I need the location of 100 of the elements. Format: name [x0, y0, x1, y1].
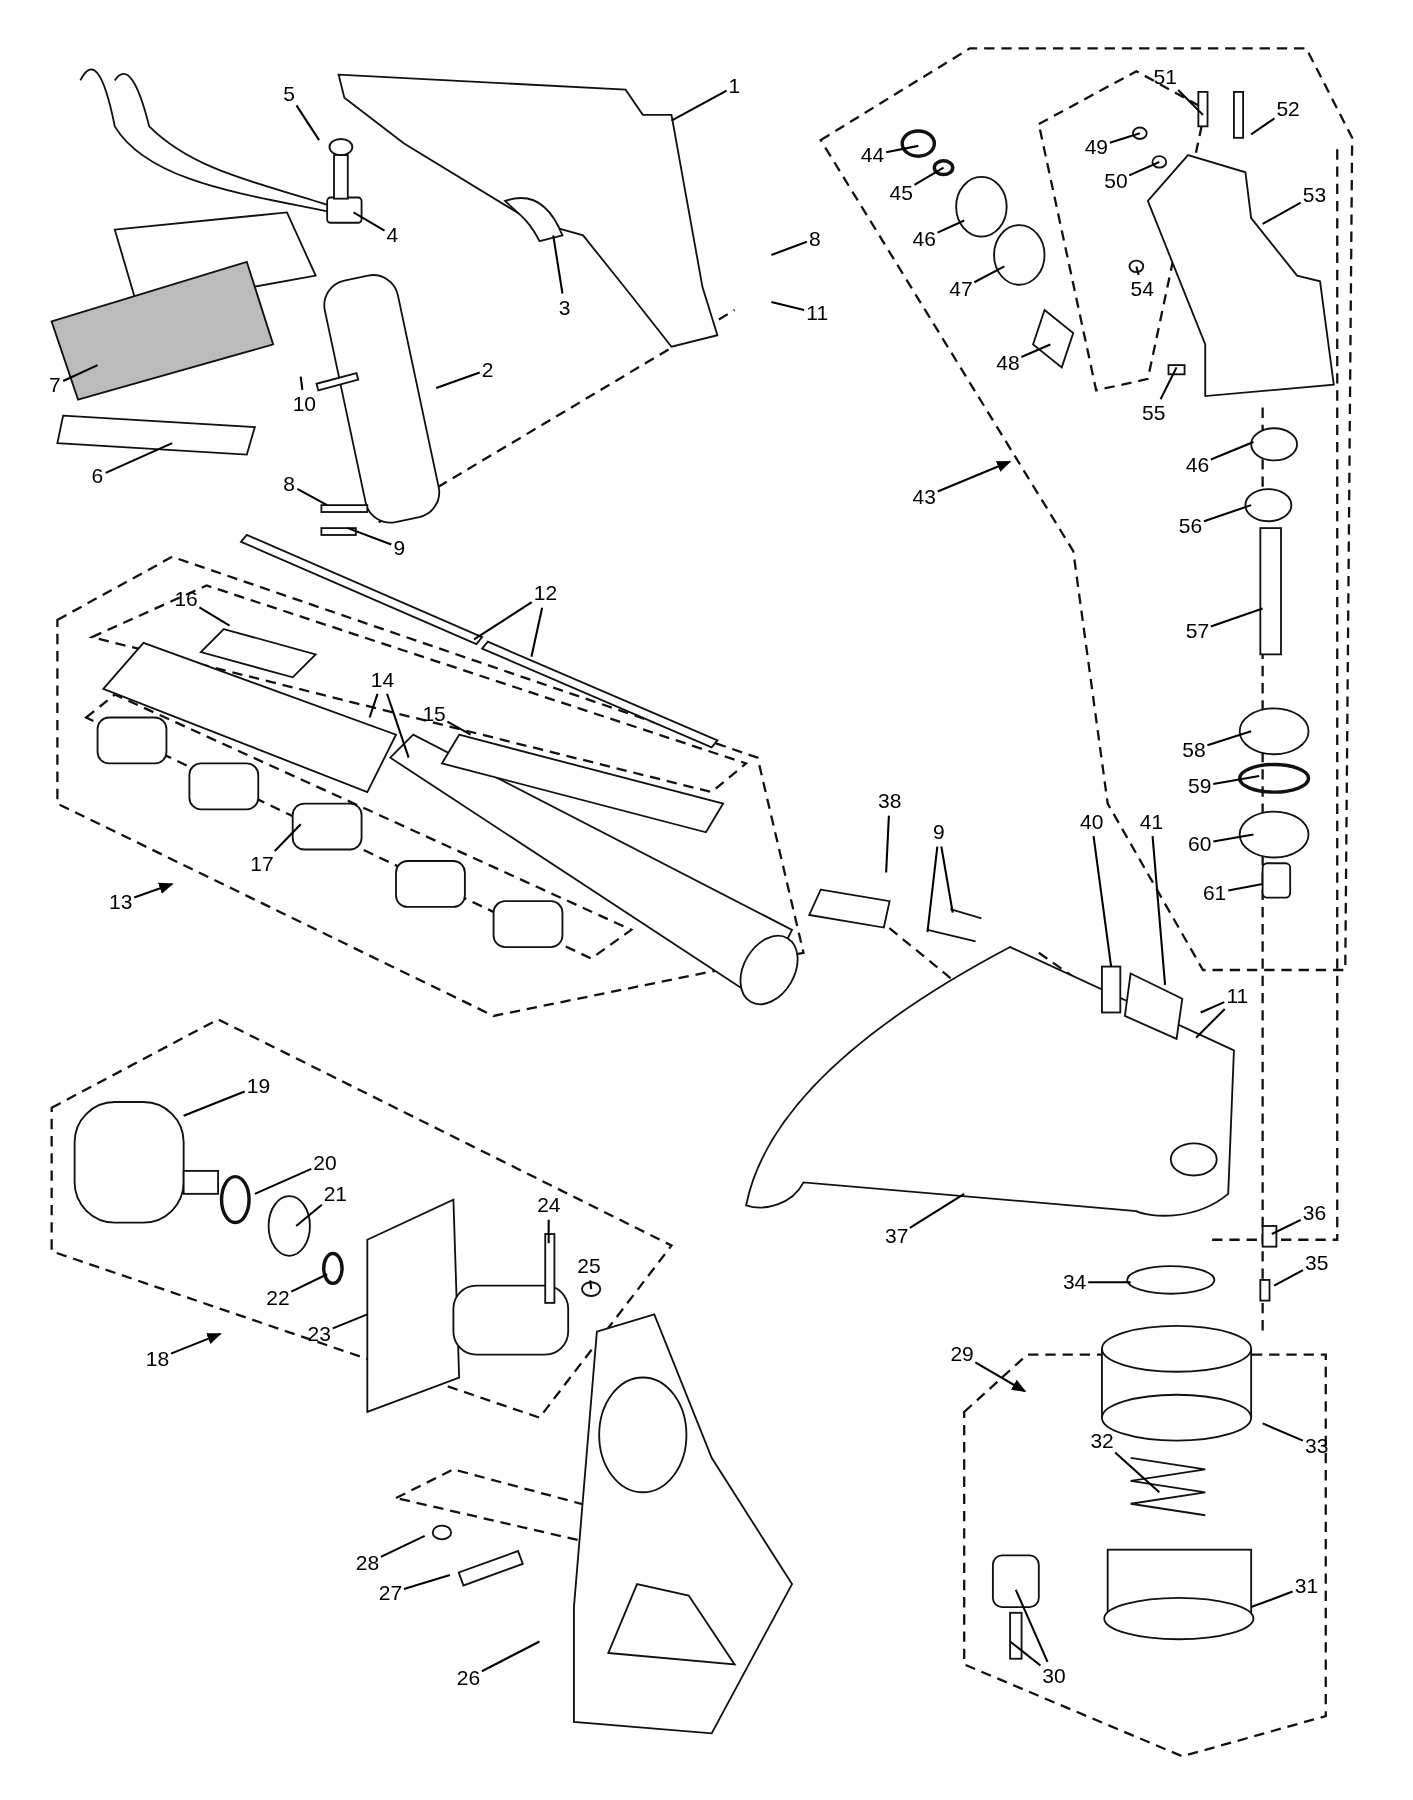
leader-line: [589, 1280, 593, 1290]
leader-line: [1203, 504, 1252, 523]
callout-number: 34: [1062, 1270, 1087, 1295]
callout-number: 31: [1294, 1574, 1319, 1599]
leader-line: [1009, 1640, 1042, 1667]
leader-line: [671, 89, 728, 122]
leader-line: [1200, 1001, 1225, 1014]
leader-line: [290, 1273, 328, 1293]
leader-line: [771, 240, 808, 256]
leader-line: [368, 693, 379, 718]
leader-line: [403, 1573, 451, 1591]
callout-number: 35: [1305, 1250, 1329, 1275]
callout-number: 22: [266, 1286, 290, 1311]
callout-number: 25: [577, 1254, 601, 1279]
callout-number: 8: [283, 472, 295, 497]
callout-number: 11: [806, 301, 829, 326]
callout-number: 44: [860, 142, 885, 167]
callout-number: 51: [1153, 64, 1177, 89]
leader-line: [353, 211, 386, 232]
leader-line: [435, 371, 481, 390]
callout-number: 9: [393, 535, 406, 560]
leader-line: [1213, 833, 1254, 843]
leader-line: [274, 823, 302, 852]
callout-number: 61: [1202, 881, 1227, 905]
leader-line: [1250, 1590, 1293, 1609]
callout-number: 43: [912, 485, 936, 509]
leader-line: [771, 300, 805, 312]
callout-number: 13: [109, 890, 133, 915]
callout-number: 48: [996, 350, 1020, 375]
leader-line: [62, 364, 98, 382]
callout-number: 19: [246, 1073, 271, 1098]
callout-number: 18: [145, 1347, 170, 1372]
callout-number: 28: [355, 1551, 380, 1576]
callout-number: 10: [292, 392, 317, 417]
callout-number: 15: [422, 701, 446, 726]
leader-line: [1014, 1589, 1049, 1663]
callout-number: 2: [481, 357, 494, 382]
leader-line: [299, 376, 304, 391]
leader-line: [1262, 1422, 1304, 1442]
callout-number: 6: [91, 464, 104, 489]
leader-line: [295, 104, 320, 141]
callout-number: 46: [1185, 452, 1210, 477]
callout-number: 23: [307, 1321, 331, 1346]
leader-line: [530, 607, 544, 657]
leader-line: [473, 601, 533, 641]
callout-number: 40: [1080, 809, 1104, 834]
leader-line: [183, 1090, 245, 1117]
callout-number: 47: [949, 277, 973, 302]
leader-line: [1109, 132, 1141, 144]
callout-number: 5: [283, 82, 295, 107]
callout-number: 16: [174, 587, 198, 612]
leader-line: [909, 1192, 965, 1229]
callout-number: 46: [912, 226, 936, 251]
leader-line: [547, 1219, 550, 1244]
callout-number: 11: [1226, 984, 1249, 1009]
leader-line: [973, 265, 1005, 284]
callout-number: 53: [1302, 183, 1327, 208]
leader-line: [1159, 366, 1178, 400]
callout-number: 17: [250, 852, 274, 877]
callout-number: 58: [1182, 737, 1206, 762]
leader-line: [552, 235, 564, 294]
callout-number: 57: [1185, 619, 1210, 644]
callout-number: 49: [1084, 134, 1109, 159]
leader-line: [885, 815, 890, 873]
callout-number: 21: [323, 1181, 347, 1206]
leader-line: [1128, 161, 1160, 177]
leader-line: [347, 527, 392, 546]
callout-number: 54: [1130, 277, 1154, 302]
callout-number: 1: [728, 74, 741, 99]
callout-number: 9: [932, 820, 945, 845]
leader-line: [1195, 1008, 1226, 1039]
arrow: [170, 1332, 222, 1355]
leader-line: [1210, 607, 1263, 628]
leader-line: [386, 693, 410, 758]
callout-number: 30: [1042, 1663, 1066, 1688]
leader-line: [1151, 836, 1167, 986]
leader-line: [198, 606, 231, 627]
leader-line: [1213, 775, 1260, 785]
leader-line: [296, 487, 328, 507]
callout-number: 3: [558, 295, 571, 320]
arrow: [974, 1361, 1027, 1393]
callout-number: 38: [878, 789, 902, 814]
callout-number: 4: [386, 223, 399, 248]
callout-number: 26: [456, 1666, 481, 1691]
callout-number: 60: [1188, 831, 1212, 856]
callout-number: 52: [1276, 97, 1300, 122]
callout-number: 8: [808, 226, 821, 251]
leader-line: [1177, 89, 1204, 116]
callout-number: 55: [1142, 401, 1166, 426]
leader-line: [105, 442, 173, 474]
leader-line: [295, 1203, 323, 1227]
callout-number: 14: [370, 667, 395, 692]
callout-number: 33: [1305, 1434, 1329, 1459]
leader-line: [885, 144, 919, 154]
leader-line: [254, 1167, 312, 1195]
leader-line: [1271, 1218, 1302, 1235]
callout-number: 24: [537, 1193, 561, 1218]
leader-line: [380, 1534, 426, 1558]
callout-number: 50: [1104, 169, 1128, 194]
leader-line: [1088, 1281, 1131, 1284]
